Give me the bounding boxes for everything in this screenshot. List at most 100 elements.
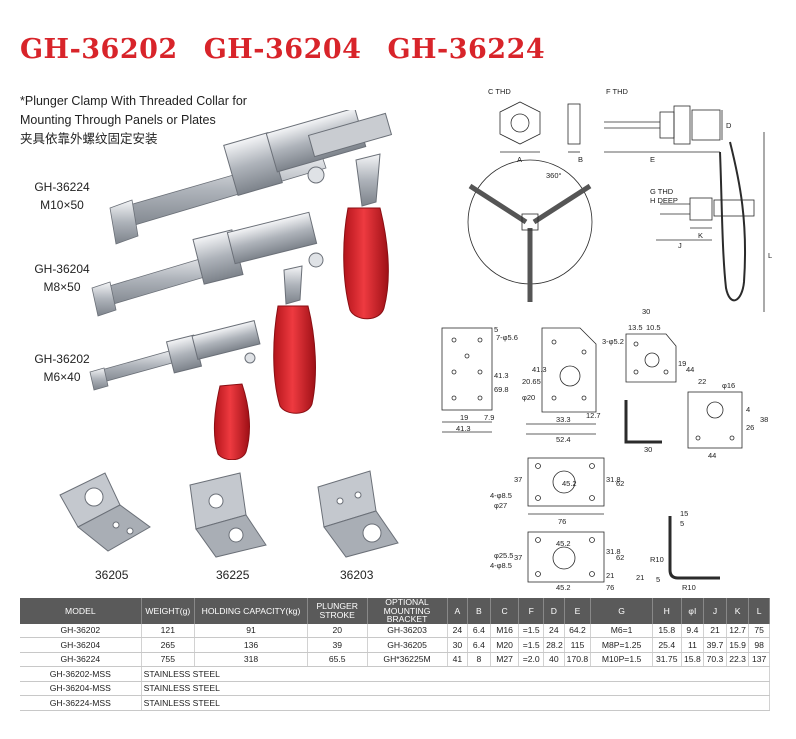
table-cell: 11 [681, 637, 705, 653]
clamp-gh36224 [109, 110, 393, 320]
product-model: GH-36202 [34, 352, 90, 366]
b4-d4: 38 [760, 415, 768, 424]
label-g-thd: G THD [650, 187, 674, 196]
label-h-deep: H DEEP [650, 196, 678, 205]
table-cell: GH-36224 [20, 652, 142, 667]
drawing-lower-side-view: G THD H DEEP J K L [650, 132, 772, 312]
table-cell: 21 [703, 623, 727, 638]
b3-d6: 30 [644, 445, 652, 454]
b5-d7: 76 [558, 517, 566, 526]
mss-material-cell: STAINLESS STEEL [141, 681, 771, 696]
table-cell: 75 [748, 623, 770, 638]
col-header: B [467, 598, 491, 624]
product-model: GH-36204 [34, 262, 90, 276]
b7-d1: 15 [680, 509, 688, 518]
col-header: D [543, 598, 565, 624]
label-l: L [768, 251, 772, 260]
b2-d3: φ20 [522, 393, 535, 402]
table-cell: GH*36225M [367, 652, 448, 667]
table-cell: M10P=1.5 [590, 652, 653, 667]
col-header: WEIGHT(g) [141, 598, 196, 624]
b6-d4: 31.8 [606, 547, 621, 556]
product-description: *Plunger Clamp With Threaded Collar for … [20, 92, 260, 149]
bracket-36205-photo [59, 472, 151, 552]
b6-d5: 62 [616, 553, 624, 562]
drawing-bracket-7: 15 5 R10 R10 5 21 76 [606, 509, 720, 592]
product-size: M10×50 [40, 198, 84, 212]
b1-d6: 5 [494, 325, 498, 334]
label-f-thd: F THD [606, 87, 629, 96]
bracket-label-36205: 36205 [95, 568, 129, 582]
label-a: A [517, 155, 522, 164]
b3-d3: 10.5 [646, 323, 661, 332]
mss-model-cell: GH-36202-MSS [20, 666, 142, 682]
table-cell: 22.3 [726, 652, 750, 667]
b7-d2: 5 [680, 519, 684, 528]
b3-d1: 30 [642, 307, 650, 316]
table-cell: 136 [194, 637, 308, 653]
b7-d3: R10 [650, 555, 664, 564]
b5-d5: 62 [616, 479, 624, 488]
table-cell: 755 [141, 652, 196, 667]
b1-d3: 19 [460, 413, 468, 422]
b4-d5: 44 [708, 451, 716, 460]
table-cell: 8 [467, 652, 491, 667]
b5-d3: φ27 [494, 501, 507, 510]
description-line-3: 夹具依靠外螺纹固定安装 [20, 132, 158, 146]
label-k: K [698, 231, 703, 240]
b1-d1: 41.3 [494, 371, 509, 380]
product-label-gh36204: GH-36204 M8×50 [22, 260, 102, 296]
bracket-36203-photo [317, 470, 399, 558]
title-model-2: GH-36204 [203, 34, 362, 65]
drawing-rotation-view: 360° [467, 159, 593, 302]
drawing-nut-front: C THD A [488, 87, 541, 164]
table-cell: 41 [447, 652, 469, 667]
table-cell: M20 [490, 637, 520, 653]
table-cell: 91 [194, 623, 308, 638]
col-header: OPTIONAL MOUNTING BRACKET [367, 598, 448, 624]
table-cell: M16 [490, 623, 520, 638]
mss-material-cell: STAINLESS STEEL [141, 666, 771, 682]
b7-d4: R10 [682, 583, 696, 592]
table-cell: 39 [307, 637, 368, 653]
product-label-gh36224: GH-36224 M10×50 [22, 178, 102, 214]
title-model-1: GH-36202 [20, 34, 178, 65]
col-header: K [726, 598, 750, 624]
b2-d5: 52.4 [556, 435, 571, 444]
b6-d6: 37 [514, 553, 522, 562]
drawing-side-view: F THD E D [604, 87, 732, 164]
col-header: A [447, 598, 469, 624]
col-header: J [703, 598, 727, 624]
bracket-photos [59, 470, 399, 558]
table-cell: GH-36202 [20, 623, 142, 638]
table-cell: M6=1 [590, 623, 653, 638]
table-cell: 115 [564, 637, 592, 653]
table-cell: 15.8 [652, 623, 682, 638]
table-cell: 28.2 [543, 637, 565, 653]
b5-d6: 37 [514, 475, 522, 484]
page-title: GH-36202 GH-36204 GH-36224 [20, 34, 571, 65]
table-cell: 137 [748, 652, 770, 667]
col-header: E [564, 598, 592, 624]
table-cell: 24 [447, 623, 469, 638]
label-angle: 360° [546, 171, 562, 180]
product-model: GH-36224 [34, 180, 90, 194]
col-header: PLUNGER STROKE [307, 598, 368, 624]
table-cell: 12.7 [726, 623, 750, 638]
b2-d6: 12.7 [586, 411, 601, 420]
bracket-label-36225: 36225 [216, 568, 250, 582]
product-size: M8×50 [43, 280, 81, 294]
col-header: C [490, 598, 520, 624]
drawing-bracket-2: 20.65 41.3 φ20 33.3 52.4 12.7 [522, 327, 601, 444]
product-label-gh36202: GH-36202 M6×40 [22, 350, 102, 386]
bracket-label-36203: 36203 [340, 568, 374, 582]
drawing-bracket-1: 7-φ5.6 41.3 69.8 19 7.9 41.3 5 [441, 325, 518, 433]
b1-d5: 41.3 [456, 424, 471, 433]
title-model-3: GH-36224 [387, 34, 546, 65]
b1-holes: 7-φ5.6 [496, 333, 518, 342]
